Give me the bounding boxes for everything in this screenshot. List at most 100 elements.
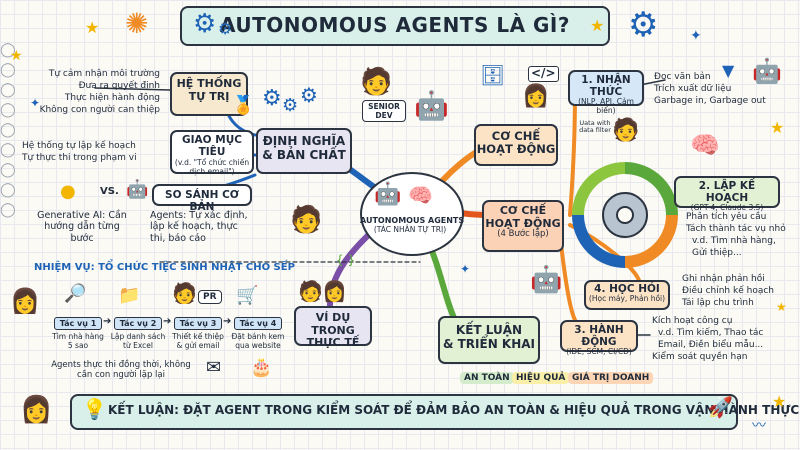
step4-item: Điều chỉnh kế hoạch <box>682 286 774 296</box>
step3-item: Kiểm soát quyền hạn <box>652 352 748 362</box>
task-2: Tác vụ 2 <box>114 317 162 330</box>
co-che-title-2: HOẠT ĐỘNG <box>476 142 556 157</box>
robot-icon: 🤖 <box>374 182 402 207</box>
conclusion-title-2: & TRIỂN KHAI <box>442 336 536 351</box>
step3-title: 3. HÀNH ĐỘNG <box>574 324 624 349</box>
conclusion-title-1: KẾT LUẬN <box>455 323 523 337</box>
badge-icon: 🏅 <box>232 95 255 116</box>
robot-icon: 🤖 <box>126 179 149 200</box>
star-icon: ★ <box>776 300 787 314</box>
person-avatar: 🧑 <box>360 67 393 97</box>
so-sanh-title: SO SÁNH CƠ BẢN <box>165 189 239 214</box>
funnel-icon: ▼ <box>722 61 735 80</box>
cycle-diagram <box>572 162 678 268</box>
step3-item: Kích hoạt công cụ <box>652 316 733 326</box>
he-thong-item: Thực hiện hành động <box>64 93 160 103</box>
step1-title: 1. NHẬN THỨC <box>581 74 631 99</box>
arrow-icon: ➔ <box>163 316 172 327</box>
center-title: AUTONOMOUS AGENTS <box>360 216 465 225</box>
he-thong-title-1: HỆ THỐNG <box>176 77 242 90</box>
co-che-title-1: CƠ CHẾ <box>491 129 541 143</box>
he-thong-item: Không con người can thiệp <box>39 105 160 115</box>
he-thong-item: Đưa ra quyết định <box>78 81 160 91</box>
person-icon: 👩 <box>522 84 550 109</box>
person-icon: 🧑 <box>612 118 640 143</box>
star-icon: ★ <box>10 48 23 64</box>
task-desc: Đặt bánh kem qua website <box>231 332 285 350</box>
co-che-box: CƠ CHẾ HOẠT ĐỘNG <box>474 124 558 166</box>
tag-safety: AN TOÀN <box>460 372 514 384</box>
person-icon: 🧑 <box>290 205 323 235</box>
folder-icon: 📁 <box>118 285 141 306</box>
brain-icon: 🧠 <box>408 183 433 207</box>
step3-sub: (IDE, SCM, CI/CD) <box>566 347 632 357</box>
giao-muc-tieu-box: GIAO MỤC TIÊU (v.d. "Tổ chức chiến dịch … <box>170 130 254 177</box>
arrow-icon: ➔ <box>223 316 232 327</box>
footer-text: KẾT LUẬN: ĐẶT AGENT TRONG KIỂM SOÁT ĐỂ Đ… <box>108 403 800 417</box>
squiggle-icon: 〰 <box>752 418 766 434</box>
person-avatar: 👩 <box>20 395 53 425</box>
robot-icon: 🤖 <box>414 89 449 122</box>
page-title: AUTONOMOUS AGENTS LÀ GÌ? <box>220 13 570 37</box>
pr-label: PR <box>198 290 222 304</box>
dinh-nghia-line2: & BẢN CHẤT <box>262 147 346 162</box>
step2-item: Gửi thiệp... <box>692 248 742 258</box>
step1-item: Đọc văn bản <box>654 72 711 82</box>
code-icon: </> <box>528 66 559 82</box>
tag-business-value: GIÁ TRỊ DOANH <box>568 372 654 384</box>
genai-text: Generative AI: Cần hướng dẫn từng bước <box>37 210 127 244</box>
task-3: Tác vụ 3 <box>174 317 222 330</box>
task-1: Tác vụ 1 <box>54 317 102 330</box>
gears-icon: ⚙ <box>262 86 282 111</box>
center-sub: (TÁC NHÂN TỰ TRỊ) <box>373 225 447 234</box>
step3-item: Email, Điền biểu mẫu... <box>658 340 764 350</box>
mission-text: NHIỆM VỤ: TỔ CHỨC TIỆC SINH NHẬT CHO SẾP <box>34 262 295 273</box>
data-filter-note: Uata with data filter <box>579 119 611 135</box>
star-icon: ★ <box>590 16 605 35</box>
gears-icon: ⚙ <box>300 83 318 107</box>
gear-icon: ⚙ <box>628 5 659 45</box>
step1-box: 1. NHẬN THỨC (NLP, API, Cảm biến) <box>568 70 644 115</box>
footer-banner <box>70 394 738 430</box>
task-desc: Lập danh sách từ Excel <box>110 332 166 350</box>
robot-icon: 🤖 <box>752 57 782 85</box>
step4-title: 4. HỌC HỎI <box>594 283 660 295</box>
mechanism-title-1: CƠ CHẾ <box>499 204 547 217</box>
giao-muc-tieu-sub: (v.d. "Tổ chức chiến dịch email") <box>174 158 250 177</box>
sparkle-icon: ✦ <box>690 28 702 44</box>
he-thong-tu-tri-box: HỆ THỐNG TỰ TRỊ <box>170 72 248 116</box>
tag-efficiency: HIỆU QUẢ <box>512 372 570 384</box>
center-node <box>360 172 464 256</box>
brain-icon: 🧠 <box>690 131 720 159</box>
person-icon: 🧑 <box>298 279 323 303</box>
mechanism-sub: (4 Bước lặp) <box>497 229 549 240</box>
bulb-icon: ● <box>60 181 76 202</box>
step2-item: Phân tích yêu cầu <box>686 212 767 222</box>
star-icon: ✦ <box>30 96 41 110</box>
star-icon: ★ <box>85 18 100 37</box>
gear-icon: ⚙ <box>218 19 233 38</box>
brackets-icon: { } <box>336 253 356 267</box>
gear-icon: ⚙ <box>193 9 217 39</box>
mechanism-box: CƠ CHẾ HOẠT ĐỘNG (4 Bước lặp) <box>482 200 564 252</box>
step2-sub: (GPT-4, Claude 3.5) <box>690 203 764 213</box>
note-text: Agents thực thi đồng thời, không cần con… <box>51 360 191 381</box>
so-sanh-box: SO SÁNH CƠ BẢN <box>152 184 252 213</box>
cake-icon: 🎂 <box>250 357 273 378</box>
person-icon: 👩 <box>322 279 347 303</box>
notebook-rings-icon: ◯◯◯◯◯◯◯◯◯ <box>0 42 16 218</box>
step2-item: Tách thành tác vụ nhỏ <box>686 224 786 234</box>
star-icon: ★ <box>772 392 787 411</box>
vi-du-box: VÍ DỤ TRONG THỰC TẾ <box>294 306 372 349</box>
giao-muc-tieu-item: Hệ thống tự lập kế hoạch <box>22 141 136 151</box>
person-icon: 🧑 <box>172 281 197 305</box>
vi-du-title-2: THỰC TẾ <box>306 336 360 350</box>
agents-text: Agents: Tự xác định, lập kế hoạch, thực … <box>150 210 248 244</box>
task-4: Tác vụ 4 <box>234 317 282 330</box>
task-desc: Thiết kế thiệp & gửi email <box>172 332 224 350</box>
mechanism-title-2: HOẠT ĐỘNG <box>485 216 561 230</box>
giao-muc-tieu-title: GIAO MỤC TIÊU <box>182 134 242 159</box>
step4-box: 4. HỌC HỎI (Học máy, Phản hồi) <box>584 280 670 310</box>
vs-label: VS. <box>100 186 119 197</box>
step2-box: 2. LẬP KẾ HOẠCH (GPT-4, Claude 3.5) <box>674 176 780 212</box>
